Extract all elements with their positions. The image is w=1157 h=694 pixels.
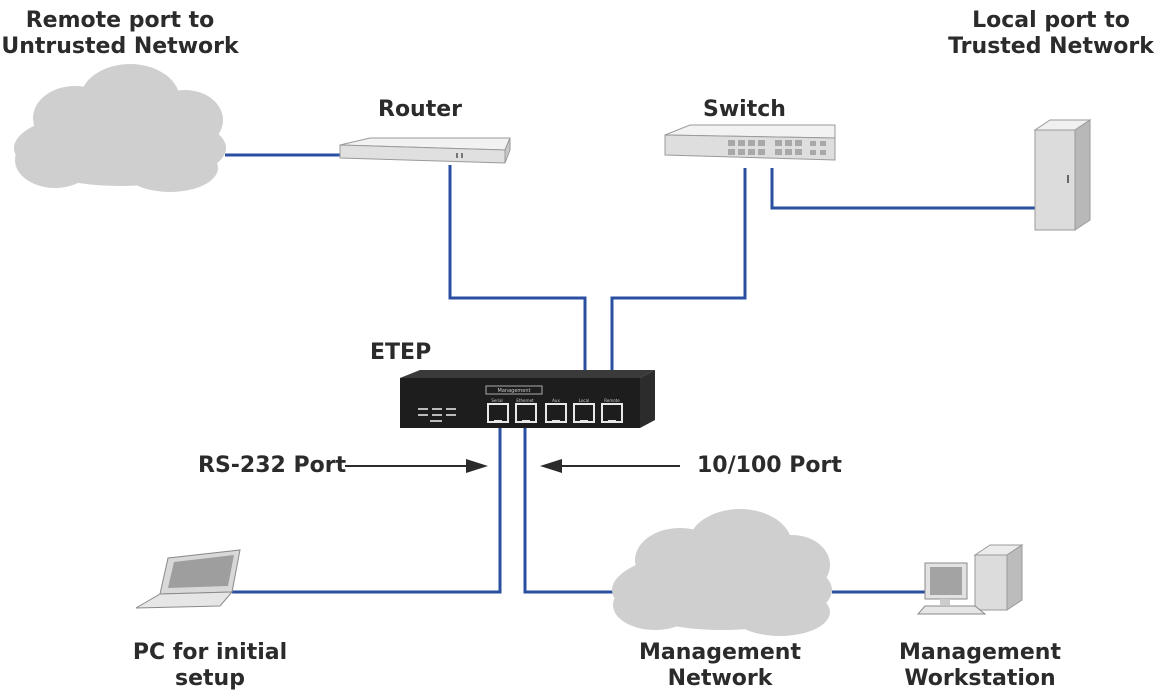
rs232-port-label: RS-232 Port (198, 453, 347, 478)
pc-setup-label: PC for initial setup (110, 640, 310, 692)
remote-port-label-line2: Untrusted Network (1, 34, 239, 59)
etep-port-label: Remote (604, 398, 620, 403)
etep-port-label: Ethernet (516, 398, 534, 403)
etep-port-label: Aux (552, 398, 560, 403)
workstation-icon (916, 544, 1024, 615)
management-cloud-icon (612, 509, 832, 636)
management-workstation-label-line2: Workstation (904, 666, 1056, 691)
link-switch-server (770, 168, 1035, 210)
server-tower-icon (1033, 119, 1092, 231)
link-router-etep (448, 165, 587, 395)
management-network-label: Management Network (625, 640, 815, 692)
router-icon (339, 137, 511, 164)
pc-setup-label-line2: setup (175, 666, 245, 691)
management-network-label-line1: Management (639, 640, 801, 665)
switch-icon (664, 124, 836, 161)
etep-port-label: Serial (491, 398, 502, 403)
management-workstation-label: Management Workstation (880, 640, 1080, 692)
remote-port-label-line1: Remote port to (25, 8, 215, 33)
local-port-label-line1: Local port to (972, 8, 1130, 33)
rs232-arrow (345, 459, 488, 473)
local-port-label: Local port to Trusted Network (945, 8, 1157, 60)
etep-appliance-icon: Management Serial Ethernet Aux Local Rem… (400, 370, 655, 428)
switch-label: Switch (703, 97, 786, 122)
laptop-icon (135, 549, 241, 609)
pc-setup-label-line1: PC for initial (132, 640, 288, 665)
link-switch-etep (610, 168, 747, 395)
management-workstation-label-line1: Management (899, 640, 1061, 665)
connection-lines (225, 153, 1035, 594)
etep-label: ETEP (370, 340, 432, 365)
port10100-arrow (540, 459, 680, 473)
untrusted-cloud-icon (14, 64, 226, 192)
local-port-label-line2: Trusted Network (948, 34, 1154, 59)
management-network-label-line2: Network (667, 666, 773, 691)
port10100-label: 10/100 Port (697, 453, 842, 478)
etep-panel-header: Management (498, 388, 531, 394)
remote-port-label: Remote port to Untrusted Network (0, 8, 240, 60)
link-etep-laptop (232, 425, 502, 594)
router-label: Router (378, 97, 463, 122)
link-etep-mgmt-network (523, 425, 615, 594)
etep-port-label: Local (579, 398, 589, 403)
